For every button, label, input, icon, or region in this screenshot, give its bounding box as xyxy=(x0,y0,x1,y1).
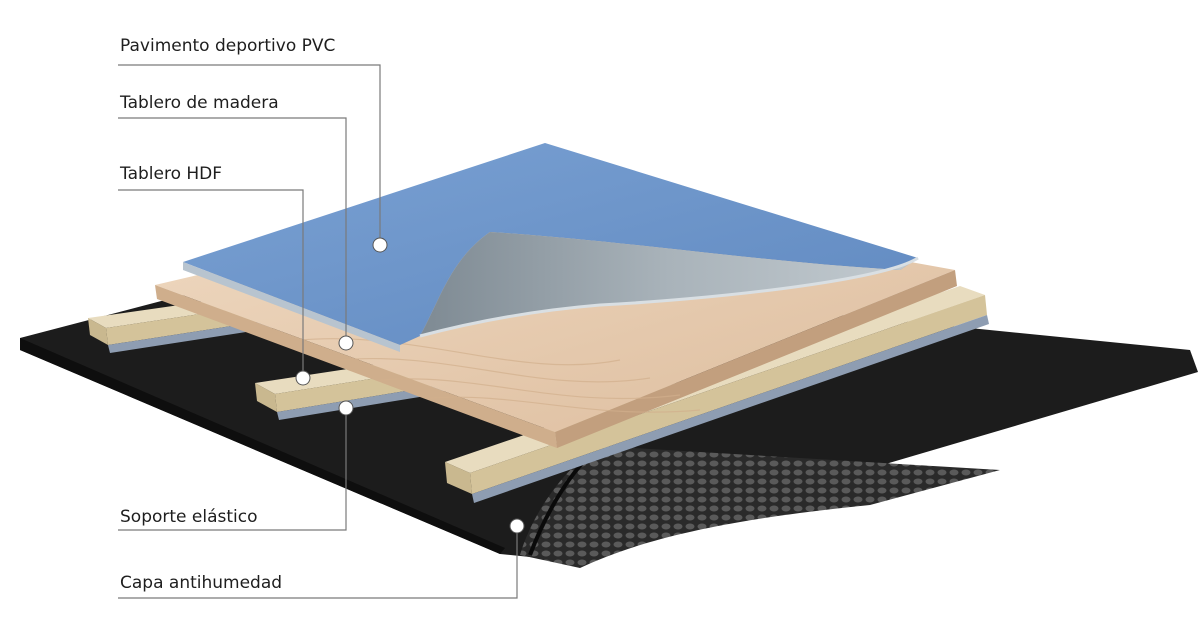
leader-lines xyxy=(118,64,518,599)
pvc-sheet-top xyxy=(183,143,918,345)
leader-madera xyxy=(118,117,347,343)
leader-pvc xyxy=(118,64,381,245)
leader-hdf xyxy=(118,189,304,378)
membrane-curl xyxy=(520,446,1000,568)
label-moisture-barrier: Capa antihumedad xyxy=(120,573,283,593)
leader-soporte xyxy=(118,408,347,531)
wood-board-side-left xyxy=(155,285,557,448)
wood-board-side-right xyxy=(555,270,957,448)
marker-soporte xyxy=(338,400,354,416)
marker-capa xyxy=(509,518,525,534)
label-elastic-support: Soporte elástico xyxy=(120,507,258,527)
markers xyxy=(295,237,525,534)
marker-madera xyxy=(338,335,354,351)
label-pvc-flooring: Pavimento deportivo PVC xyxy=(120,36,336,56)
label-hdf-board: Tablero HDF xyxy=(120,164,223,184)
pvc-curl-rim xyxy=(419,256,919,338)
marker-pvc xyxy=(372,237,388,253)
leader-capa xyxy=(118,526,518,599)
marker-hdf xyxy=(295,370,311,386)
label-wood-board: Tablero de madera xyxy=(120,93,279,113)
membrane-edge xyxy=(20,338,505,554)
